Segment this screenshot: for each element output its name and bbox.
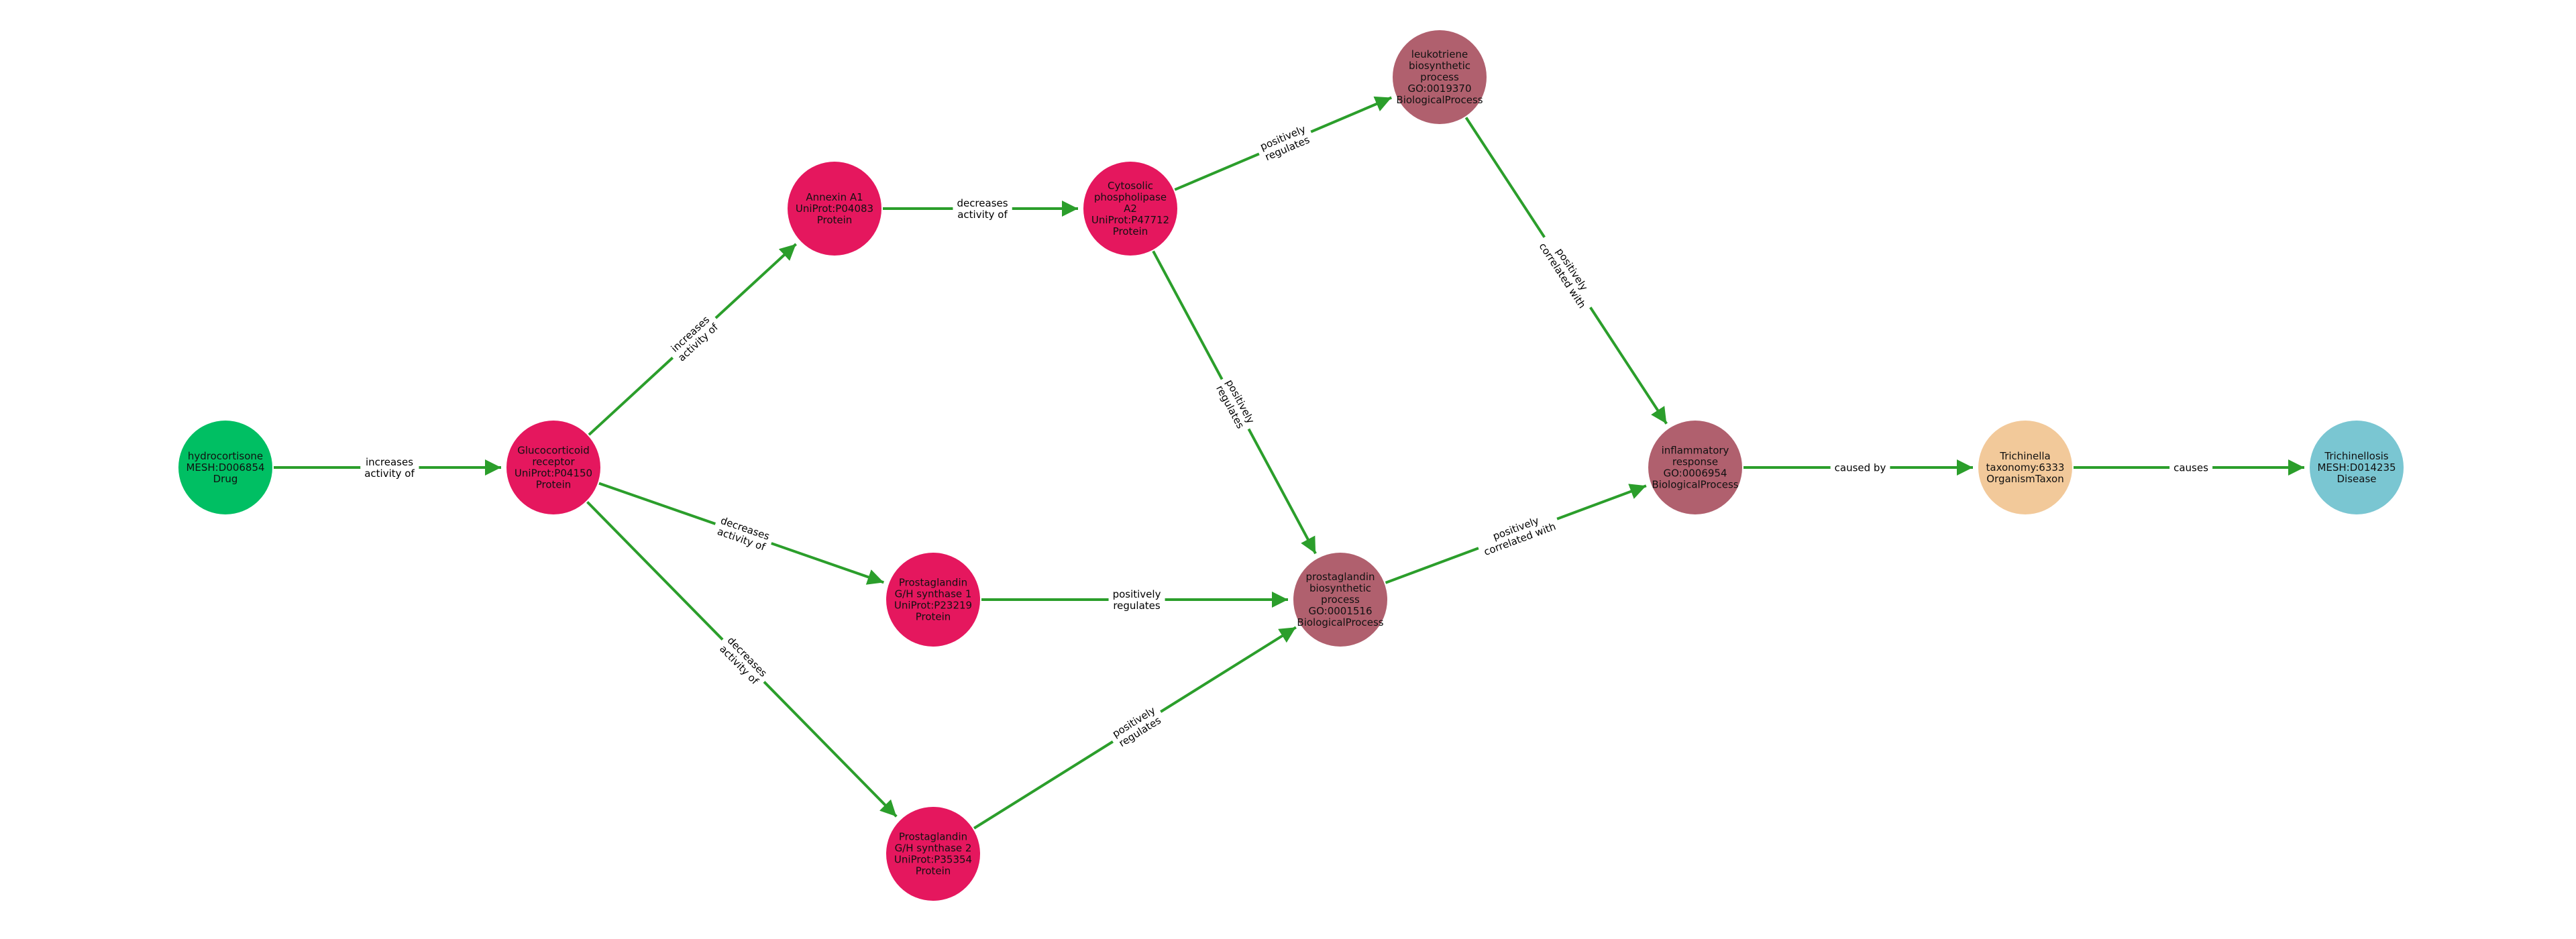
edge-label-leukotriene-biosynthetic-process--inflammatory-response: positivelycorrelated with — [1532, 229, 1602, 315]
edge-label-bg — [953, 195, 1012, 223]
node-circle-leukotriene-biosynthetic-process[interactable] — [1393, 30, 1487, 124]
edge-label-bg — [1830, 459, 1890, 476]
edge-label-glucocorticoid-receptor--prostaglandin-gh-synthase-1: decreasesactivity of — [710, 511, 776, 557]
edge-label-bg — [1254, 119, 1317, 167]
edge-label-bg — [360, 453, 419, 482]
edge-label-inflammatory-response--trichinella: caused by — [1830, 459, 1890, 476]
node-circle-trichinellosis[interactable] — [2310, 421, 2404, 514]
edge-label-bg — [1210, 373, 1261, 436]
edge-label-bg — [2169, 459, 2213, 476]
node-circle-prostaglandin-gh-synthase-2[interactable] — [886, 807, 980, 901]
edge-label-trichinella--trichinellosis: causes — [2169, 459, 2213, 476]
edge-label-prostaglandin-gh-synthase-2--prostaglandin-biosynthetic-process: positivelyregulates — [1106, 700, 1169, 754]
node-circle-prostaglandin-biosynthetic-process[interactable] — [1293, 553, 1387, 647]
edge-label-bg — [663, 308, 726, 368]
edge-label-bg — [1106, 700, 1169, 754]
edge-label-bg — [1108, 586, 1165, 614]
node-circle-inflammatory-response[interactable] — [1648, 421, 1742, 514]
edge-label-bg — [1473, 506, 1562, 561]
node-circle-trichinella[interactable] — [1978, 421, 2072, 514]
edge-label-text: causes — [2174, 461, 2208, 474]
edge-label-cytosolic-phospholipase-a2--leukotriene-biosynthetic-process: positivelyregulates — [1254, 119, 1317, 167]
node-circle-hydrocortisone[interactable] — [178, 421, 272, 514]
edge-label-bg — [1532, 229, 1602, 315]
node-circle-glucocorticoid-receptor[interactable] — [506, 421, 600, 514]
node-circle-prostaglandin-gh-synthase-1[interactable] — [886, 553, 980, 647]
edge-label-prostaglandin-biosynthetic-process--inflammatory-response: positivelycorrelated with — [1473, 506, 1562, 561]
edge-label-bg — [710, 511, 776, 557]
node-circle-annexin-a1[interactable] — [788, 162, 881, 256]
edge-label-text: caused by — [1835, 461, 1886, 474]
node-circle-cytosolic-phospholipase-a2[interactable] — [1083, 162, 1177, 256]
edge-label-cytosolic-phospholipase-a2--prostaglandin-biosynthetic-process: positivelyregulates — [1210, 373, 1261, 436]
edge-label-bg — [712, 630, 774, 692]
